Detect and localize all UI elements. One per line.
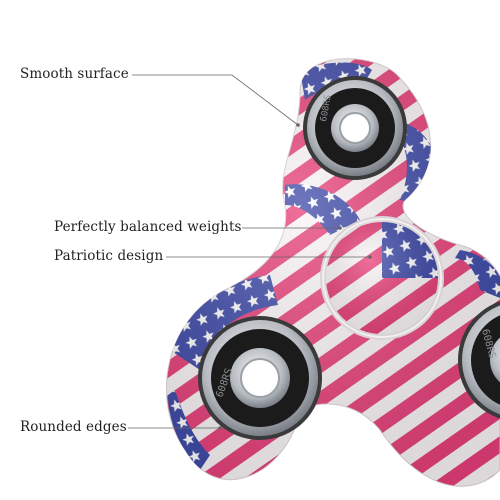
bearing-text-top: 608RS xyxy=(319,94,334,122)
label-rounded-edges: Rounded edges xyxy=(20,419,127,435)
top-bearing: 608RS xyxy=(303,76,407,180)
label-patriotic-design: Patriotic design xyxy=(54,248,164,264)
callout-dots xyxy=(218,123,372,430)
label-smooth-surface: Smooth surface xyxy=(20,66,129,82)
left-bearing: 608RS xyxy=(198,316,322,440)
right-bearing: 608RS xyxy=(458,301,500,419)
center-cap xyxy=(320,216,444,340)
label-balanced-weights: Perfectly balanced weights xyxy=(54,219,242,235)
callout-line-smooth-surface xyxy=(132,74,299,126)
callout-lines xyxy=(128,74,370,429)
